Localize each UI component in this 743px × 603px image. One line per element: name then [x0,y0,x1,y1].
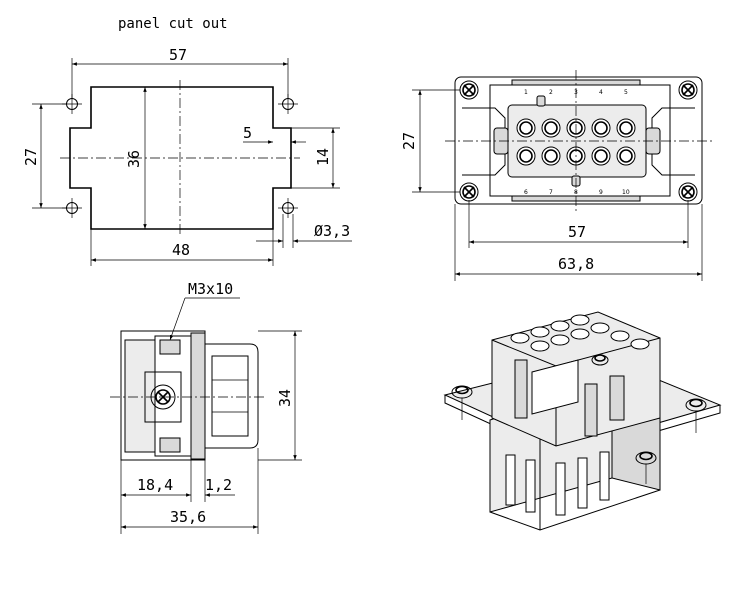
screw-label: M3x10 [188,280,233,298]
contact-number-7: 7 [549,189,553,196]
connector-side-view: M3x10 34 18,4 1,2 [110,280,302,534]
contact-number-9: 9 [599,189,603,196]
iso-corner-screws [451,354,707,484]
contact-number-1: 1 [524,89,528,96]
dim-notch-depth: 5 [243,124,252,142]
iso-ribs [505,451,610,516]
dim-hole-diameter: Ø3,3 [314,222,350,240]
dim-cutout-holes-vertical: 27 [22,148,40,166]
connector-front-view: 1 2 3 4 5 6 7 8 9 10 27 57 63,8 [400,70,712,281]
dim-side-depth-b: 1,2 [205,476,232,494]
dim-front-hole-spacing: 57 [568,223,586,241]
contact-number-5: 5 [624,89,628,96]
panel-cutout-view: panel cut out 57 27 36 [22,16,352,266]
dim-front-height: 27 [400,132,418,150]
panel-cutout-title: panel cut out [118,16,228,32]
dim-side-height: 34 [276,389,294,407]
contact-number-6: 6 [524,189,528,196]
dim-cutout-height: 36 [125,150,143,168]
front-contacts [516,95,636,187]
iso-contact-holes [510,314,650,352]
dim-side-depth-a: 18,4 [137,476,173,494]
dim-cutout-width: 57 [169,46,187,64]
dim-cutout-bottom-width: 48 [172,241,190,259]
dim-front-overall-width: 63,8 [558,255,594,273]
connector-isometric-view [443,311,722,531]
contact-number-2: 2 [549,89,553,96]
dim-notch-height: 14 [314,148,332,166]
dim-side-overall-depth: 35,6 [170,508,206,526]
contact-number-4: 4 [599,89,603,96]
contact-number-10: 10 [622,189,630,196]
front-flange [454,76,703,205]
